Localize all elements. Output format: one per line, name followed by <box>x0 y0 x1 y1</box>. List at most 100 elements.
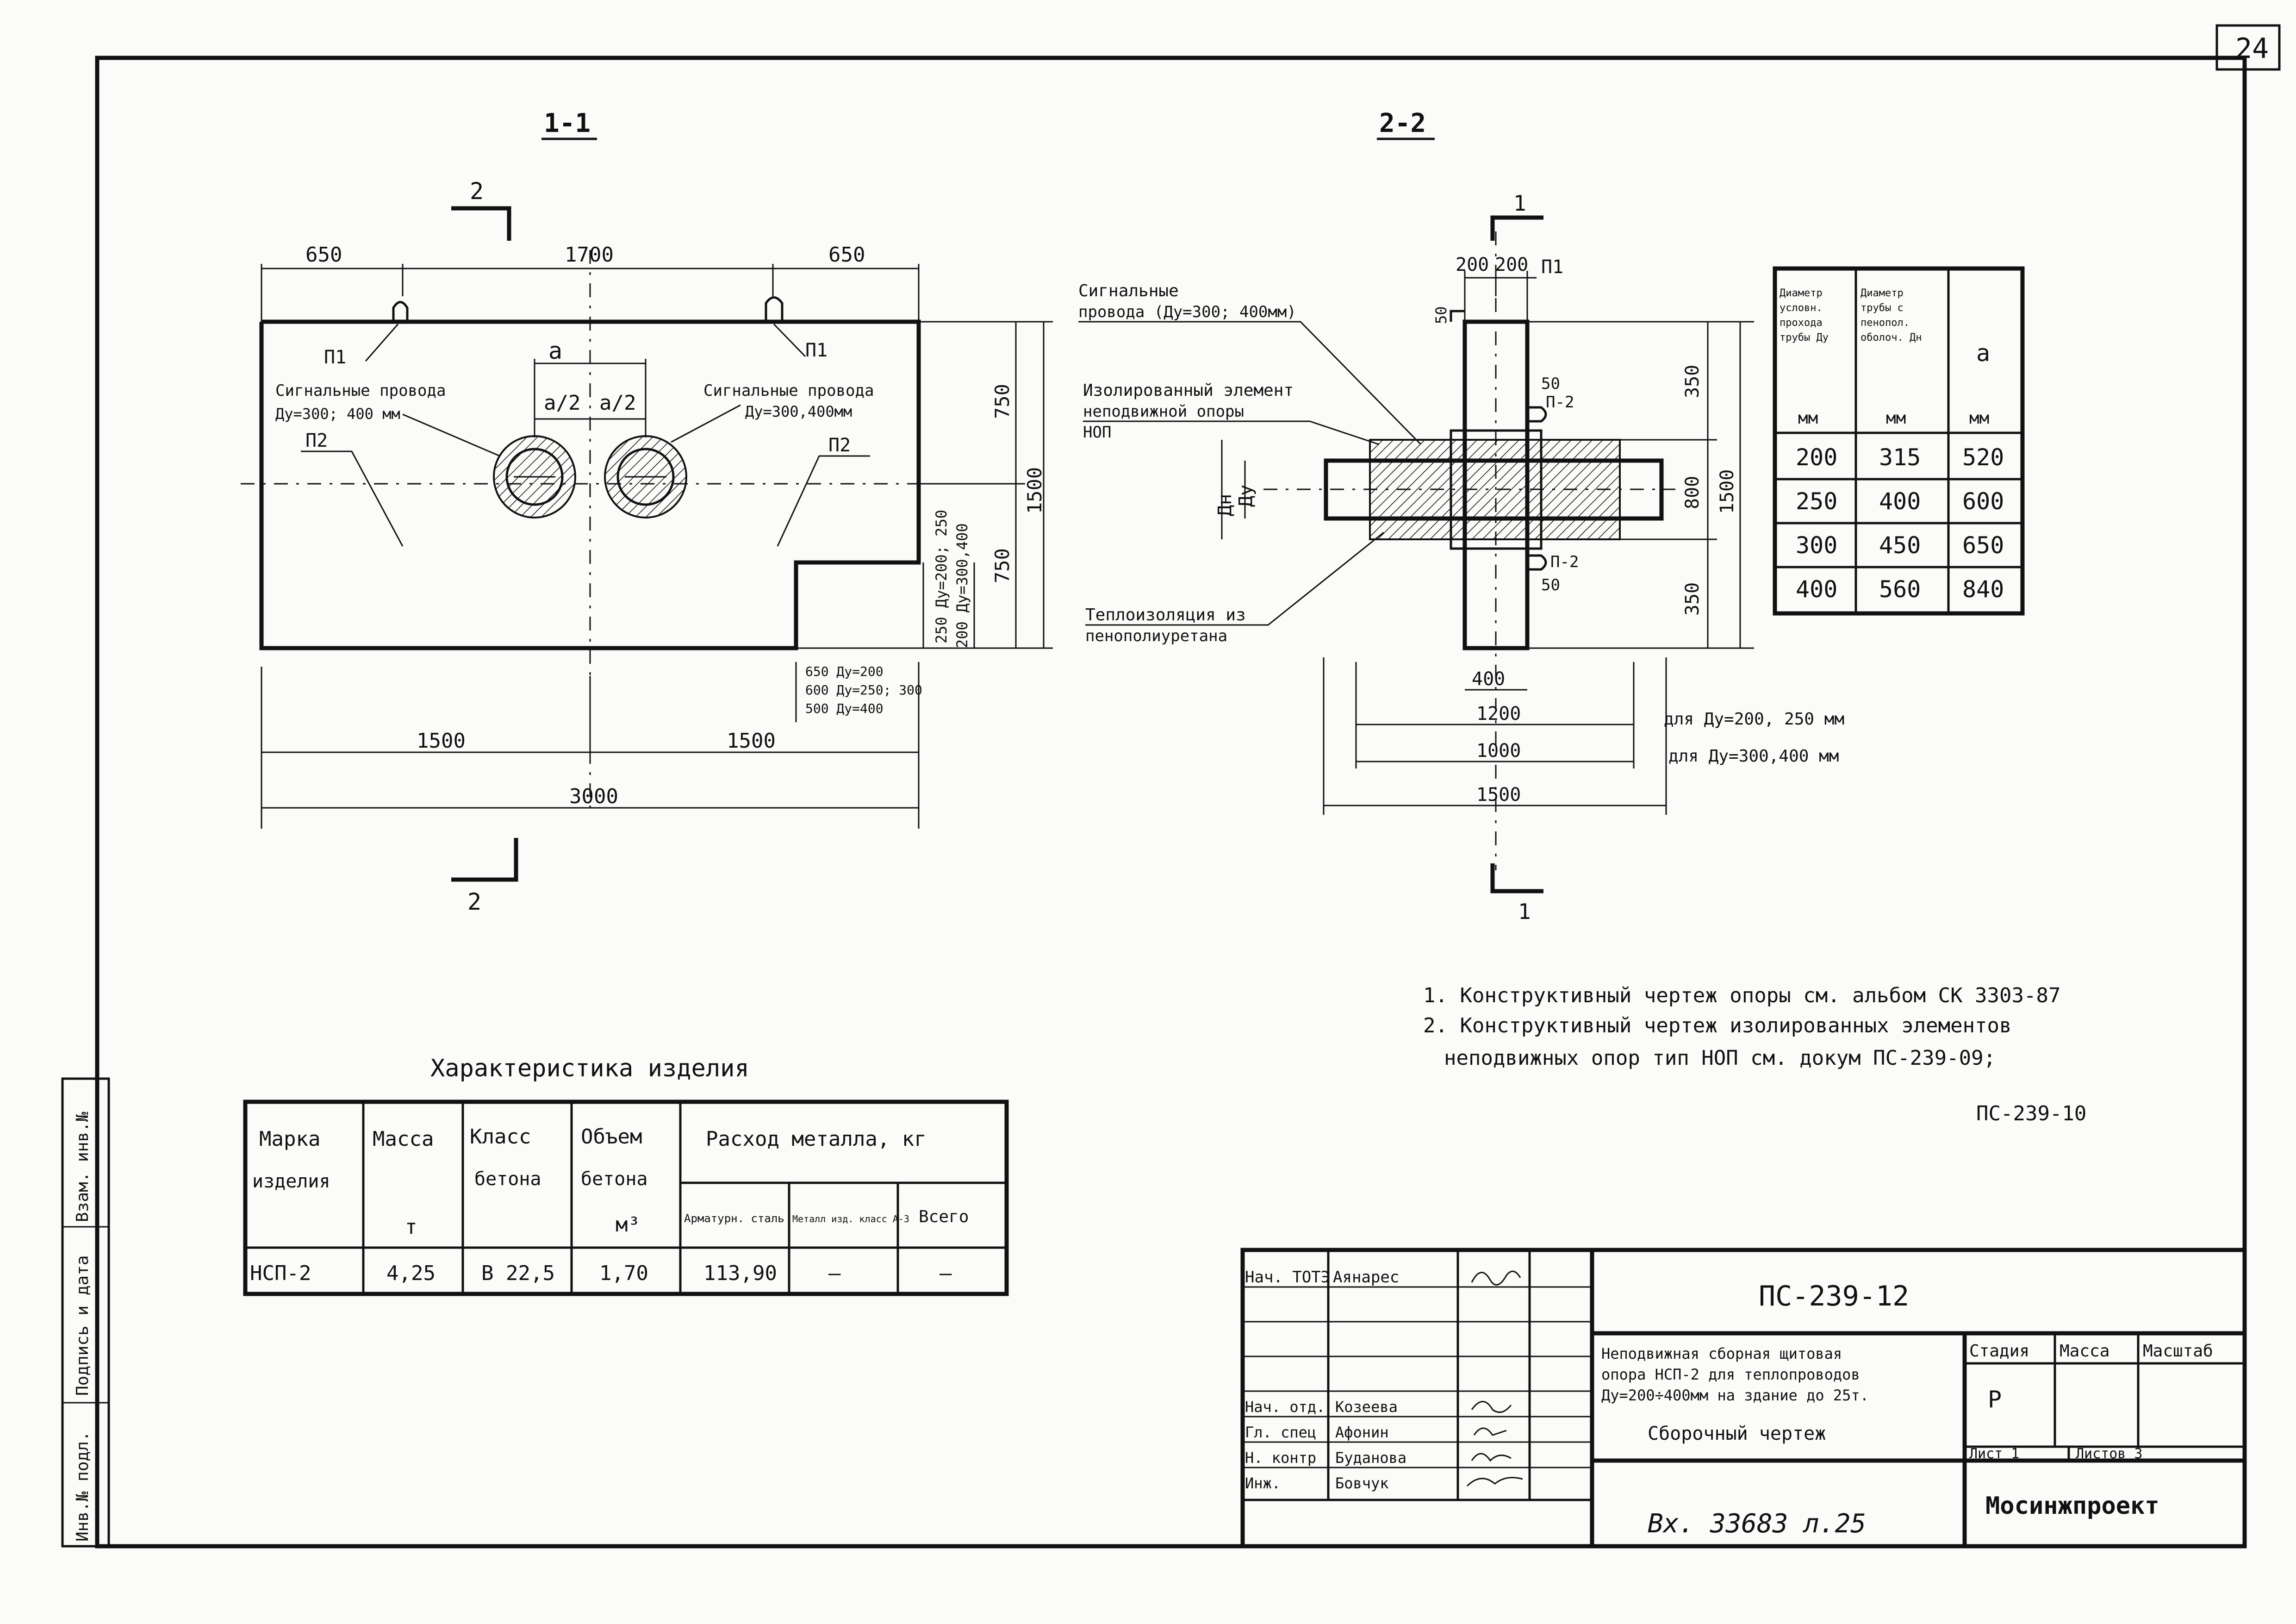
sheet-frame <box>95 56 2247 1549</box>
spec-h-volume-3: м³ <box>616 1213 640 1237</box>
side-stamp-sign: Подпись и дата <box>73 1255 92 1396</box>
wire-left-2: Ду=300; 400 мм <box>275 405 400 423</box>
pipe-table-unit-du: мм <box>1798 409 1818 428</box>
dim-bottom-right: 1500 <box>727 729 776 753</box>
spec-cell: НСП-2 <box>250 1262 311 1285</box>
spec-cell: — <box>940 1262 952 1285</box>
tb-code: ПС-239-12 <box>1759 1280 1909 1312</box>
spec-h-mark-1: Марка <box>259 1127 320 1151</box>
wire-right-1: Сигнальные провода <box>703 381 874 400</box>
label-p2-left: П2 <box>305 430 328 451</box>
note-300-400: для Ду=300,400 мм <box>1668 747 1839 766</box>
tb-role-4: Гл. спец <box>1245 1424 1316 1441</box>
cut-marker-1-top: 1 <box>1513 191 1526 216</box>
wire-left-1: Сигнальные провода <box>275 381 446 400</box>
title-block: Нач. ТОТЭ Аянарес Нач. отд. Козеева Гл. … <box>1240 1248 2247 1549</box>
spec-h-mass-2: т <box>405 1215 417 1239</box>
signature <box>1471 1453 1512 1462</box>
signature <box>1466 1477 1523 1487</box>
tb-name-6: Бовчук <box>1335 1474 1389 1492</box>
tb-role-3: Нач. отд. <box>1245 1398 1325 1416</box>
sheet-number: 24 <box>2235 32 2269 65</box>
dim-right-750-bot: 750 <box>991 548 1014 583</box>
label-insul-1: Теплоизоляция из <box>1085 606 1246 625</box>
label-signal-2: провода (Ду=300; 400мм) <box>1078 303 1296 321</box>
nop-element <box>1450 429 1543 550</box>
dim-bottom-left: 1500 <box>417 729 466 753</box>
cut-marker-bottom: 2 <box>467 888 481 915</box>
tb-org: Мосинжпроект <box>1985 1492 2159 1520</box>
spec-h-class-2: бетона <box>474 1168 541 1190</box>
label-p2-bot: П-2 <box>1550 553 1579 571</box>
tb-role-5: Н. контр <box>1245 1449 1316 1467</box>
tb-desc-3: Ду=200÷400мм на здание до 25т. <box>1601 1387 1869 1404</box>
note-1: 1. Конструктивный чертеж опоры см. альбо… <box>1423 984 2061 1007</box>
spec-h-metal: Расход металла, кг <box>706 1127 927 1151</box>
pipe-table-header-a: a <box>1976 340 1990 367</box>
dim-400: 400 <box>1472 668 1505 690</box>
spec-table: Характеристика изделия Марка изделия Мас… <box>243 1055 1009 1296</box>
note-2: 2. Конструктивный чертеж изолированных э… <box>1423 1014 2012 1037</box>
dim-800: 800 <box>1682 476 1703 509</box>
label-signal-1: Сигнальные <box>1078 281 1179 300</box>
signature <box>1471 1270 1521 1286</box>
label-p1-right: П1 <box>805 340 828 361</box>
tb-sheets: Листов 3 <box>2076 1446 2143 1462</box>
dim-a-half-right: a/2 <box>599 391 636 415</box>
pipe-left <box>493 435 576 518</box>
dim-top-left: 650 <box>305 243 342 267</box>
pipe-table-cell: 650 <box>1962 532 2004 559</box>
dim-1000: 1000 <box>1476 740 1521 762</box>
tb-sheet: Лист 1 <box>1969 1446 2019 1462</box>
pipe-table-cell: 200 <box>1796 444 1837 471</box>
tb-desc-1: Неподвижная сборная щитовая <box>1601 1345 1842 1362</box>
dim-350-bot: 350 <box>1682 582 1703 616</box>
dim-right-750-top: 750 <box>991 384 1014 419</box>
spec-h-metal-sub-3: Всего <box>919 1207 969 1226</box>
pipe-table-cell: 520 <box>1962 444 2004 471</box>
sheet-number-box <box>2215 24 2281 71</box>
dim-1500-v: 1500 <box>1717 469 1738 514</box>
label-insul-2: пенополиуретана <box>1085 627 1227 645</box>
tb-archive: Вх. 33683 л.25 <box>1648 1509 1866 1539</box>
tb-name-0: Аянарес <box>1333 1268 1399 1287</box>
tb-desc-4: Сборочный чертеж <box>1648 1423 1826 1444</box>
dim-top-right: 650 <box>828 243 865 267</box>
dim-a: a <box>548 337 562 364</box>
pipe-table-cell: 600 <box>1962 488 2004 515</box>
tb-role-0: Нач. ТОТЭ <box>1245 1268 1330 1287</box>
notch-2: 600 Ду=250; 300 <box>805 682 922 698</box>
tb-scale-label: Масштаб <box>2143 1342 2213 1361</box>
spec-h-class-1: Класс <box>470 1125 531 1149</box>
dim-total: 3000 <box>569 785 618 808</box>
dim-200a: 200 <box>1456 254 1489 275</box>
depth-2: 200 Ду=300,400 <box>953 523 971 648</box>
label-dn: Дн <box>1214 494 1236 516</box>
label-d50-top: 50 <box>1541 375 1560 393</box>
label-element-3: НОП <box>1083 423 1111 442</box>
tb-stage-label: Стадия <box>1969 1342 2029 1361</box>
tb-name-4: Афонин <box>1335 1424 1389 1441</box>
section-2-title: 2-2 <box>1379 108 1426 138</box>
pipe-table-unit-dn: мм <box>1886 409 1906 428</box>
pipe-body <box>1324 458 1664 521</box>
dim-200b: 200 <box>1495 254 1528 275</box>
cut-marker-top: 2 <box>470 178 484 205</box>
spec-cell: 4,25 <box>386 1262 436 1285</box>
spec-h-volume-2: бетона <box>581 1168 648 1190</box>
dim-1200: 1200 <box>1476 703 1521 725</box>
signature <box>1471 1401 1512 1413</box>
dim-350-top: 350 <box>1682 365 1703 398</box>
dim-a-half-left: a/2 <box>544 391 580 415</box>
label-d50-bot: 50 <box>1541 576 1560 594</box>
pipe-table-cell: 250 <box>1796 488 1837 515</box>
tb-name-5: Буданова <box>1335 1449 1406 1467</box>
dim-right-1500: 1500 <box>1023 467 1046 514</box>
spec-cell: 113,90 <box>703 1262 777 1285</box>
wire-right-2: Ду=300,400мм <box>745 403 852 420</box>
pipe-table-cell: 400 <box>1796 576 1837 603</box>
